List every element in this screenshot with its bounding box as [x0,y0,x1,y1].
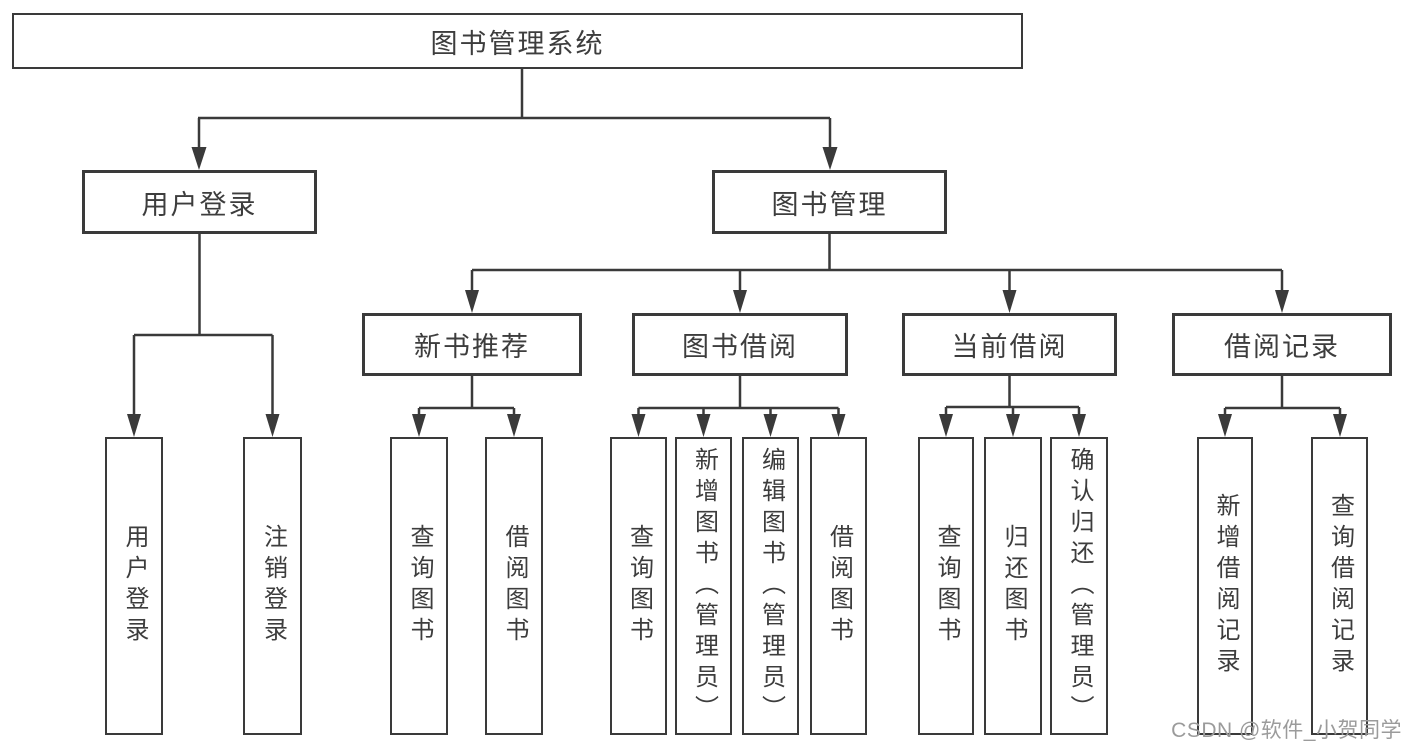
leaf-return-books: 归还图书 [984,437,1042,735]
node-current-borrow: 当前借阅 [902,313,1117,376]
arrowhead [1275,290,1289,313]
arrowhead [1002,290,1017,313]
node-label: 用户登录 [121,524,148,648]
arrowhead [1006,414,1020,437]
arrowhead [1072,414,1086,437]
node-label: 借阅图书 [825,524,853,648]
leaf-query-borrow-record: 查询借阅记录 [1311,437,1368,735]
node-label: 借阅图书 [501,524,528,648]
node-label: 图书管理系统 [430,28,605,59]
leaf-borrow-books-recommend: 借阅图书 [485,437,543,735]
connector-current-borrow-to-leaves [939,376,1086,437]
arrowhead [1218,414,1232,437]
leaf-query-books-current: 查询图书 [918,437,974,735]
node-book-borrow: 图书借阅 [632,313,848,376]
arrowhead [696,414,711,437]
leaf-edit-books-admin: 编辑图书（管理员） [742,437,799,735]
node-label: 当前借阅 [951,332,1068,362]
connector-user-login-to-leaves [127,234,280,437]
leaf-add-books-admin: 新增图书（管理员） [675,437,732,735]
arrowhead [631,414,646,437]
arrowhead [822,147,838,170]
node-user-login-branch: 用户登录 [82,170,317,234]
arrowhead [939,414,953,437]
node-label: 查询图书 [406,524,433,648]
leaf-query-books-borrow: 查询图书 [610,437,667,735]
connector-new-book-to-leaves [412,376,521,437]
connector-book-borrow-to-leaves [631,376,846,437]
node-label: 查询借阅记录 [1326,493,1354,679]
csdn-watermark: CSDN @软件_小贺同学 [1171,719,1402,742]
leaf-logout: 注销登录 [243,437,302,735]
arrowhead [763,414,778,437]
node-label: 编辑图书（管理员） [757,446,785,726]
node-label: 新增图书（管理员） [690,446,718,726]
node-label: 新增借阅记录 [1212,493,1239,679]
arrowhead [831,414,846,437]
arrowhead [733,290,747,313]
node-new-book-recommend: 新书推荐 [362,313,582,376]
node-label: 借阅记录 [1224,332,1340,362]
leaf-user-login: 用户登录 [105,437,163,735]
node-label: 用户登录 [141,189,258,220]
leaf-add-borrow-record: 新增借阅记录 [1197,437,1253,735]
node-label: 查询图书 [933,524,960,648]
node-label: 图书管理 [771,189,888,220]
arrowhead [191,147,207,170]
connector-borrow-records-to-leaves [1218,376,1347,437]
node-label: 图书借阅 [682,332,798,362]
arrowhead [412,414,426,437]
arrowhead [507,414,521,437]
arrowhead [1333,414,1347,437]
arrowhead [127,414,141,437]
arrowhead [265,414,280,437]
node-borrow-records: 借阅记录 [1172,313,1392,376]
node-book-management-branch: 图书管理 [712,170,947,234]
leaf-confirm-return-admin: 确认归还（管理员） [1050,437,1108,735]
leaf-borrow-books: 借阅图书 [810,437,867,735]
node-label: 确认归还（管理员） [1066,446,1093,726]
leaf-query-books-recommend: 查询图书 [390,437,448,735]
arrowhead [465,290,479,313]
node-label: 注销登录 [259,524,287,648]
connector-root-to-level2 [191,68,838,170]
node-label: 归还图书 [1000,524,1027,648]
node-label: 查询图书 [625,524,653,648]
node-label: 新书推荐 [414,332,530,362]
node-root-system: 图书管理系统 [12,13,1023,69]
connector-book-management-to-level3 [465,234,1289,313]
